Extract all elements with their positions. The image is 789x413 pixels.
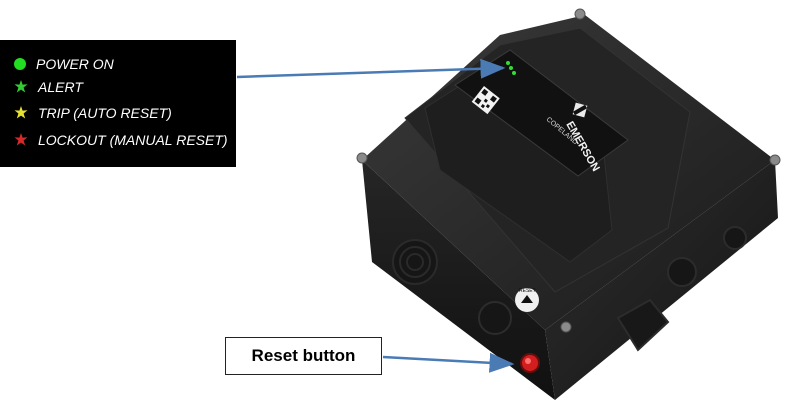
reset-button[interactable]	[520, 353, 540, 373]
emerson-logo-icon	[572, 102, 588, 118]
lockout-led-icon	[14, 133, 28, 146]
reset-engraving: RESET	[515, 288, 539, 312]
legend-item-alert: ALERT	[14, 78, 83, 96]
legend-item-power-on: POWER ON	[14, 55, 114, 73]
trip-led-icon	[14, 106, 28, 119]
legend-label: POWER ON	[36, 56, 114, 72]
reset-engraving-text: RESET	[519, 288, 536, 294]
reset-callout-arrow	[382, 352, 515, 373]
screw-icon	[560, 321, 572, 333]
legend-label: TRIP (AUTO RESET)	[38, 105, 172, 121]
power-on-led-icon	[14, 58, 26, 70]
qr-code-icon	[471, 86, 500, 115]
screw-icon	[769, 154, 781, 166]
panel-led-icon	[509, 66, 513, 70]
right-face	[545, 160, 778, 400]
legend-item-lockout: LOCKOUT (MANUAL RESET)	[14, 131, 228, 149]
knockout-front	[478, 301, 512, 335]
legend-label: ALERT	[38, 79, 83, 95]
legend-callout-arrow	[236, 58, 506, 79]
cable-gland	[616, 298, 670, 352]
alert-led-icon	[14, 80, 28, 93]
screw-icon	[574, 8, 586, 20]
led-legend: POWER ON ALERT TRIP (AUTO RESET) LOCKOUT…	[0, 40, 236, 167]
knockout-right-2	[723, 226, 747, 250]
panel-led-icon	[506, 61, 510, 65]
legend-label: LOCKOUT (MANUAL RESET)	[38, 132, 228, 148]
screw-icon	[356, 152, 368, 164]
knockout-right-1	[667, 257, 697, 287]
reset-button-callout: Reset button	[225, 337, 382, 375]
vent-grille	[392, 239, 438, 285]
front-face	[362, 160, 555, 400]
legend-item-trip: TRIP (AUTO RESET)	[14, 104, 172, 122]
controller-enclosure: EMERSON COPELAND RESET	[356, 8, 781, 400]
panel-led-icon	[512, 71, 516, 75]
